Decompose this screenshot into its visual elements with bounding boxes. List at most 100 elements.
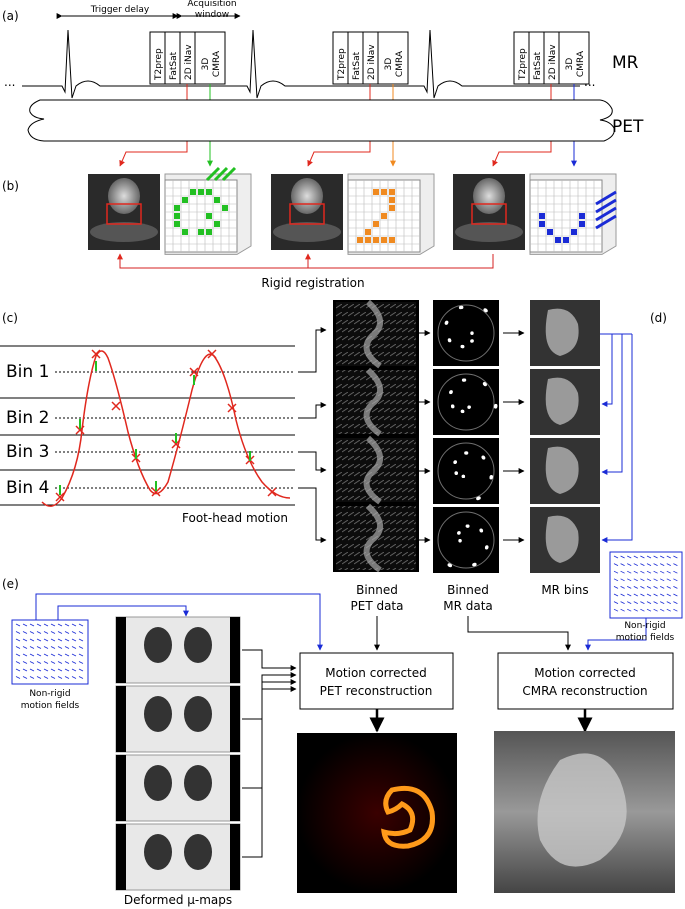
motion-vector <box>633 586 638 589</box>
mumap-lung <box>184 696 212 732</box>
kspace-sample <box>365 229 371 235</box>
motion-vector <box>653 563 658 566</box>
motion-vector <box>653 593 658 597</box>
motion-vector <box>646 608 652 612</box>
kspace-sample <box>198 229 204 235</box>
motion-vector <box>660 608 665 612</box>
motion-vector <box>660 593 665 597</box>
mr-kspace-point <box>460 409 464 413</box>
mr-kspace-point <box>457 531 461 535</box>
motion-vector <box>633 570 638 574</box>
motion-vector <box>43 661 49 664</box>
mr-kspace-point <box>450 404 455 408</box>
motion-vector <box>613 608 619 612</box>
motion-vector <box>613 578 619 582</box>
sequence-block-label: T2prep <box>154 48 164 81</box>
motion-vector <box>64 676 70 679</box>
mr-data-to-cmra-arrow <box>467 616 571 651</box>
cmra-block-label: 3D <box>201 58 211 71</box>
motion-vector <box>613 570 619 574</box>
motion-vector <box>22 631 28 634</box>
kspace-sample <box>357 237 363 243</box>
mr-kspace-point <box>461 474 465 478</box>
mr-kspace-outline <box>437 304 495 362</box>
mr-kspace-point <box>460 305 464 309</box>
kspace-sample-top <box>205 166 221 182</box>
motion-vector <box>627 593 632 597</box>
motion-vector <box>78 661 84 664</box>
motion-vector <box>646 578 652 582</box>
binned-data-columns <box>333 299 633 573</box>
motion-vector <box>653 608 658 612</box>
motion-vector <box>57 623 63 627</box>
pet-reconstruction-box <box>299 652 454 710</box>
ecg-ellipsis-right: ... <box>584 75 595 89</box>
motion-vector <box>620 563 625 566</box>
motion-vector <box>64 623 70 627</box>
mr-kspace-point <box>454 471 458 475</box>
motion-vector <box>620 555 625 559</box>
registration-panel <box>88 166 617 255</box>
mr-kspace-point <box>484 546 489 550</box>
motion-vector <box>22 653 28 657</box>
mumap-to-recon-arrow <box>242 686 297 858</box>
motion-vector <box>71 623 77 627</box>
bin-to-pet-arrow <box>298 402 327 419</box>
motion-vector <box>613 563 619 566</box>
mumap-to-recon-arrow <box>242 679 297 789</box>
motion-vector <box>627 608 632 612</box>
motion-vector <box>36 661 42 664</box>
binned-pet-label-1: Binned <box>356 583 398 597</box>
motion-vector <box>78 653 84 657</box>
mr-kspace-outline <box>437 511 495 569</box>
pet-sinogram-trace <box>363 503 383 573</box>
kspace-sample <box>365 237 371 243</box>
ecg-trace <box>22 29 580 99</box>
mr-kspace-point <box>489 476 493 480</box>
motion-vector <box>50 661 56 664</box>
mr-bin-heart <box>545 308 579 356</box>
motion-vector <box>50 638 56 642</box>
kspace-sample <box>214 221 220 227</box>
heart-region <box>473 178 505 214</box>
motion-vector <box>29 638 35 642</box>
mr-kspace-point <box>460 344 464 349</box>
motion-vector <box>36 623 42 627</box>
motion-vector <box>660 578 665 582</box>
motion-vector <box>627 570 632 574</box>
binned-mr-label-1: Binned <box>447 583 489 597</box>
motion-vector <box>653 586 658 589</box>
motion-vector <box>57 653 63 657</box>
motion-vector <box>633 563 638 566</box>
motion-field-arrow-bin4 <box>601 334 633 543</box>
mumap-edge <box>116 686 126 752</box>
mr-bin-heart <box>545 377 579 425</box>
motion-vector <box>29 653 35 657</box>
motion-vector <box>71 676 77 679</box>
mr-kspace-point <box>470 331 474 335</box>
motion-vector <box>640 601 645 604</box>
motion-vector <box>660 570 665 574</box>
motion-vector <box>620 578 625 582</box>
motion-vector <box>29 661 35 664</box>
lung-region <box>90 222 158 242</box>
kspace-sample <box>182 197 188 203</box>
cmra-block-label: 3D <box>565 58 575 71</box>
ecg-waveform <box>22 29 580 99</box>
cmra-block-0 <box>194 31 226 85</box>
motion-vector <box>646 586 652 589</box>
field-to-pet-arrow <box>35 593 323 651</box>
motion-vector <box>15 623 21 627</box>
mumap-to-recon-arrow <box>242 649 297 671</box>
motion-vector <box>673 608 678 612</box>
mr-kspace-point <box>493 405 498 409</box>
mumap-lung <box>144 696 172 732</box>
nonrigid-right-label-2: motion fields <box>616 633 675 643</box>
motion-vector <box>666 586 671 589</box>
pet-sinogram-trace <box>363 299 383 369</box>
motion-vector <box>57 676 63 679</box>
sample-cross <box>189 367 199 377</box>
sequence-block-label: FatSat <box>533 51 543 80</box>
